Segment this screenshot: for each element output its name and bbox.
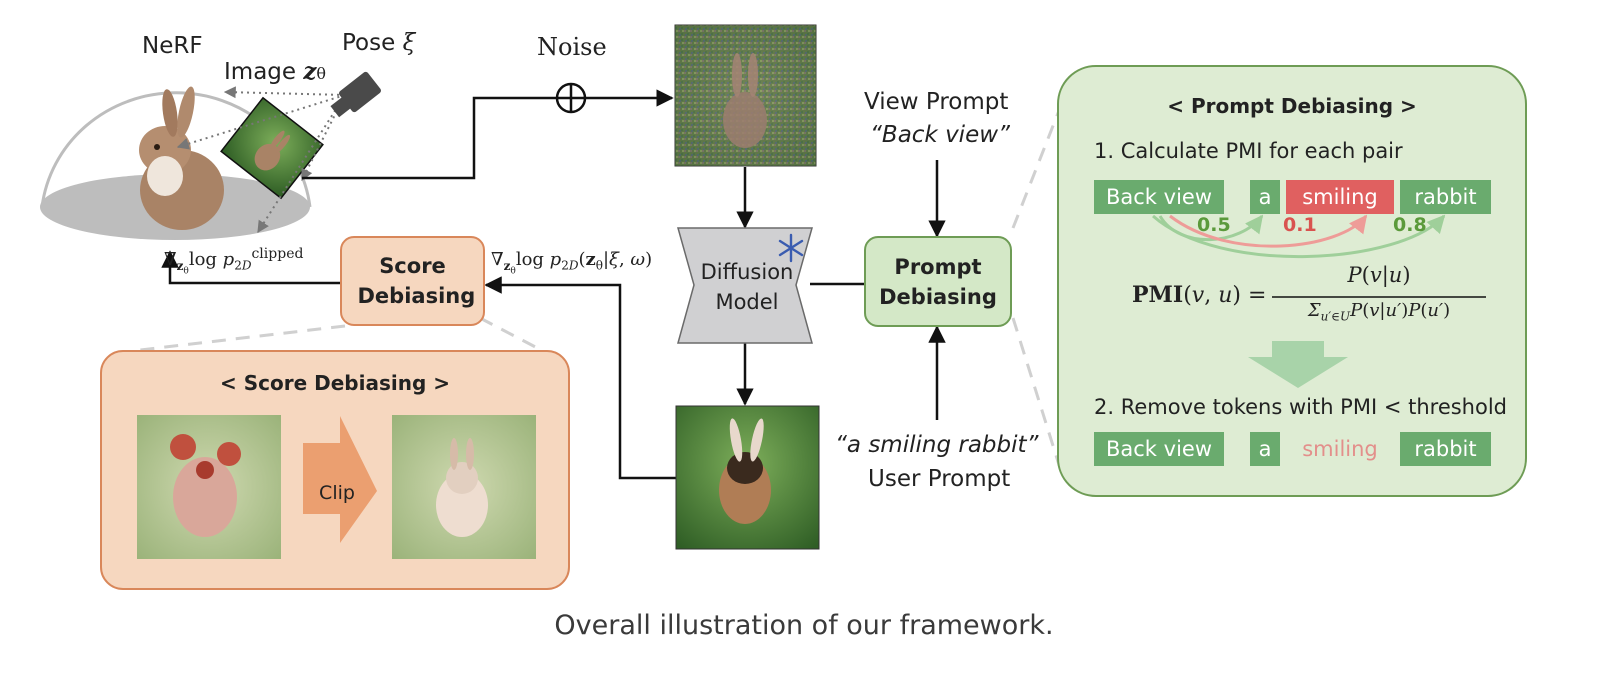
clipped-sup: clipped	[251, 246, 304, 262]
diffusion-model-label: Diffusion Model	[692, 257, 802, 317]
token-smiling: smiling	[1286, 180, 1394, 214]
oplus-icon	[555, 82, 587, 114]
user-prompt-quote: “a smiling rabbit”	[835, 432, 1039, 458]
pmi-value-rabbit: 0.8	[1393, 214, 1427, 236]
image-symbol: z	[303, 58, 317, 85]
pmi-formula-numerator: P(v|u)	[1347, 263, 1411, 287]
image-symbol-sub: θ	[316, 64, 327, 83]
clipped-gradient-label: ∇zθlog p2Dclipped	[164, 246, 304, 276]
snowflake-icon	[778, 233, 804, 263]
pmi-formula-lhs: PMI(v, u) =	[1132, 282, 1267, 308]
pmi-arrows	[1152, 214, 1446, 259]
score-debiasing-node-label: Score Debiasing	[357, 254, 476, 308]
token-back-view: Back view	[1094, 180, 1224, 214]
down-arrow-icon	[1248, 341, 1348, 388]
prompt-debiasing-line2: Debiasing	[879, 284, 997, 309]
figure-caption: Overall illustration of our framework.	[554, 610, 1054, 641]
pose-label-text: Pose	[342, 30, 396, 56]
score-gradient-label: ∇zθlog p2D(zθ|ξ, ω)	[491, 249, 653, 276]
noisy-image	[674, 24, 817, 167]
image-label: Image zθ	[224, 58, 326, 85]
image-label-text: Image	[224, 59, 297, 85]
back-view-quote: “Back view”	[870, 122, 1010, 148]
camera-rays	[176, 86, 346, 234]
prompt-debiasing-node: Prompt Debiasing	[864, 236, 1012, 327]
prompt-step1: 1. Calculate PMI for each pair	[1094, 139, 1403, 163]
panel-connectors	[139, 107, 1062, 469]
score-before-image	[137, 415, 281, 559]
score-panel-title: < Score Debiasing >	[220, 371, 450, 395]
diffusion-line2: Model	[715, 290, 779, 314]
pmi-formula-denominator: Σu′∈UP(v|u′)P(u′)	[1307, 300, 1451, 324]
prompt-debiasing-line1: Prompt	[894, 254, 982, 279]
clip-label: Clip	[319, 482, 355, 504]
prompt-panel-title: < Prompt Debiasing >	[1167, 94, 1417, 118]
pose-label: Pose ξ	[342, 30, 415, 56]
diffusion-model-shape	[677, 227, 813, 344]
prompt-step2: 2. Remove tokens with PMI < threshold	[1094, 395, 1507, 419]
view-prompt-label: View Prompt	[864, 89, 1009, 115]
clip-arrow-icon	[303, 416, 377, 543]
prompt-panel-bg	[1057, 65, 1527, 497]
pmi-value-smiling: 0.1	[1283, 214, 1317, 236]
nerf-label: NeRF	[142, 33, 203, 59]
score-debiasing-node: Score Debiasing	[340, 236, 485, 326]
diffusion-line1: Diffusion	[700, 260, 794, 284]
token-a: a	[1250, 180, 1280, 214]
token2-smiling-removed: smiling	[1302, 437, 1378, 461]
user-prompt-label: User Prompt	[868, 466, 1011, 492]
pmi-value-a: 0.5	[1197, 214, 1231, 236]
pose-symbol: ξ	[402, 30, 416, 56]
camera-icon	[330, 71, 381, 118]
clean-image	[675, 405, 820, 550]
score-after-image	[392, 415, 536, 559]
token2-back-view: Back view	[1094, 432, 1224, 466]
nerf-rabbit	[139, 86, 224, 230]
token2-rabbit: rabbit	[1400, 432, 1491, 466]
noise-label: Noise	[537, 33, 607, 61]
token-rabbit: rabbit	[1400, 180, 1491, 214]
token2-a: a	[1250, 432, 1280, 466]
